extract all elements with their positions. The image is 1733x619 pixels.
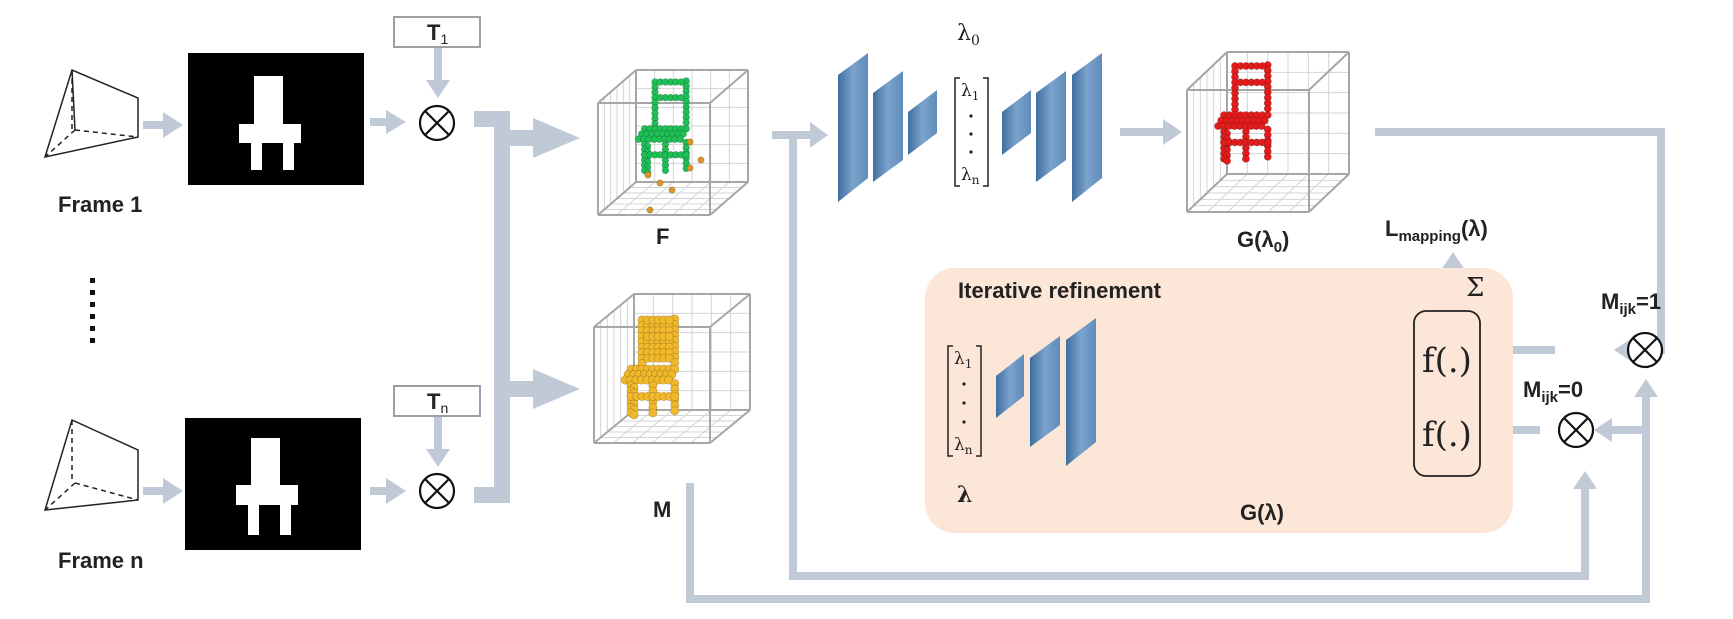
frame-1-label: Frame 1 xyxy=(58,192,142,217)
latent-vector-top: λ1 λn xyxy=(954,77,989,187)
svg-text:Tn: Tn xyxy=(427,389,448,416)
decoder-network xyxy=(1002,53,1102,202)
mask-ijk-1-label: Mijk=1 xyxy=(1601,289,1661,318)
mask-ijk-0-label: Mijk=0 xyxy=(1523,377,1583,406)
f-function-box xyxy=(1413,310,1481,477)
lambda-label: λ xyxy=(957,482,972,508)
iterative-refinement-title: Iterative refinement xyxy=(958,278,1162,303)
frame-n-label: Frame n xyxy=(58,548,144,573)
otimes-frame-n xyxy=(418,472,456,510)
svg-text:λn: λn xyxy=(961,165,980,187)
silhouette-frame-n xyxy=(185,418,361,550)
g-lambda0-label: G(λ0) xyxy=(1237,227,1289,256)
otimes-layer xyxy=(418,104,1664,510)
transform-box-tn: Tn xyxy=(393,385,481,417)
ellipsis-dots xyxy=(90,278,95,343)
otimes-frame-1 xyxy=(418,104,456,142)
f-function-bottom: f(.) xyxy=(1422,415,1472,455)
latent-vector-refine: λ1 λn xyxy=(947,345,982,457)
iterative-refinement-panel xyxy=(925,268,1513,533)
camera-frustum-n xyxy=(43,418,139,511)
sigma-symbol: Σ xyxy=(1466,273,1484,303)
silhouette-frame-1 xyxy=(188,53,364,185)
encoder-network xyxy=(838,53,937,202)
svg-text:λn: λn xyxy=(954,435,973,457)
m-label: M xyxy=(653,497,671,522)
transform-box-t1: T1 xyxy=(393,16,481,48)
camera-frustum-1 xyxy=(43,68,139,159)
refinement-decoder xyxy=(996,318,1096,466)
otimes-mask-1 xyxy=(1626,331,1664,369)
l-mapping-label: Lmapping(λ) xyxy=(1385,216,1488,245)
voxel-cube-m xyxy=(593,293,751,444)
svg-text:T1: T1 xyxy=(427,20,448,47)
g-lambda-label: G(λ) xyxy=(1240,500,1284,525)
otimes-mask-0 xyxy=(1557,411,1595,449)
connectors xyxy=(143,44,1665,603)
lambda0-label: λ0 xyxy=(957,21,980,49)
voxel-cube-g-lambda0 xyxy=(1186,51,1350,213)
svg-text:λ1: λ1 xyxy=(954,349,972,371)
f-label: F xyxy=(656,224,669,249)
voxel-cube-f xyxy=(597,69,749,216)
f-function-top: f(.) xyxy=(1422,341,1472,381)
svg-text:λ1: λ1 xyxy=(961,81,979,103)
